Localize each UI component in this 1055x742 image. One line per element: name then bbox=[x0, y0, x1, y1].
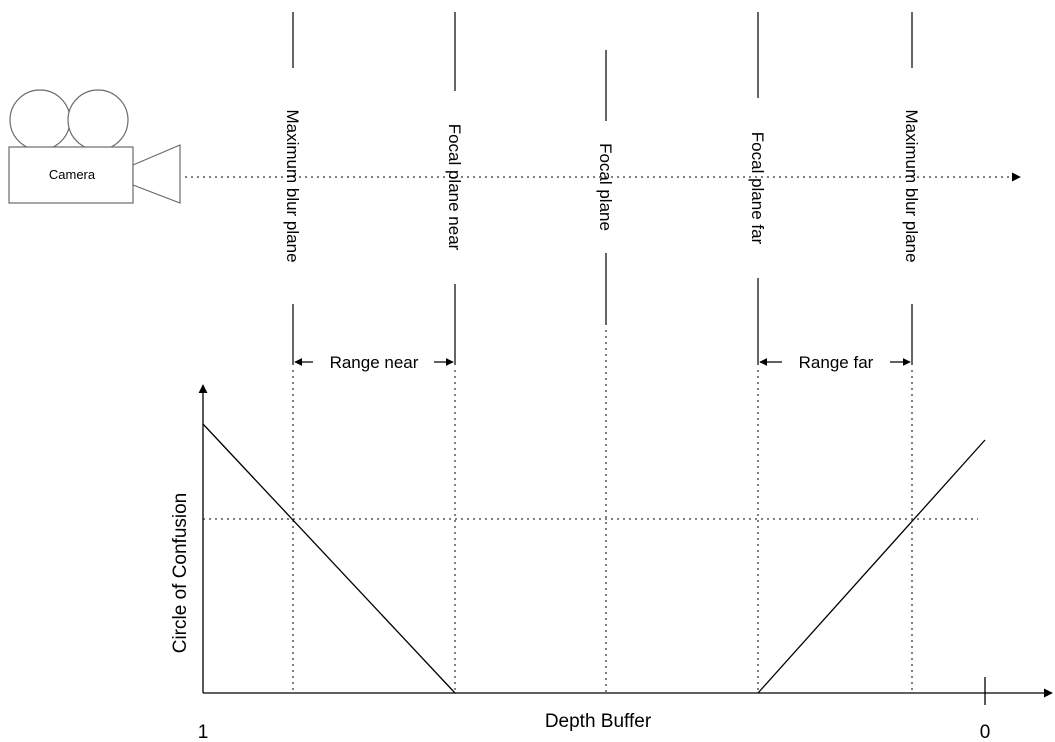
plane-label-focal: Focal plane bbox=[596, 143, 615, 231]
range-far-label: Range far bbox=[799, 353, 874, 372]
coc-near-line bbox=[202, 423, 456, 694]
plane-label-max-blur-near: Maximum blur plane bbox=[283, 109, 302, 262]
camera-icon: Camera bbox=[8, 89, 181, 204]
range-near: Range near bbox=[294, 353, 454, 372]
coc-far-line bbox=[757, 439, 986, 694]
camera-lens bbox=[132, 144, 181, 204]
x-axis-start-label: 1 bbox=[198, 722, 209, 742]
range-far: Range far bbox=[759, 353, 911, 372]
x-axis-label: Depth Buffer bbox=[545, 711, 652, 732]
plane-lines bbox=[292, 12, 913, 365]
range-near-label: Range near bbox=[330, 353, 419, 372]
y-axis-label: Circle of Confusion bbox=[170, 493, 191, 654]
camera-reel-left bbox=[9, 89, 71, 151]
camera-label: Camera bbox=[49, 167, 96, 182]
camera-body bbox=[8, 146, 134, 204]
guide-lines bbox=[203, 330, 978, 693]
plane-label-focal-near: Focal plane near bbox=[445, 124, 464, 251]
plane-label-focal-far: Focal plane far bbox=[748, 132, 767, 245]
plane-label-max-blur-far: Maximum blur plane bbox=[902, 109, 921, 262]
camera-reel-right bbox=[67, 89, 129, 151]
x-axis-end-label: 0 bbox=[980, 722, 991, 742]
